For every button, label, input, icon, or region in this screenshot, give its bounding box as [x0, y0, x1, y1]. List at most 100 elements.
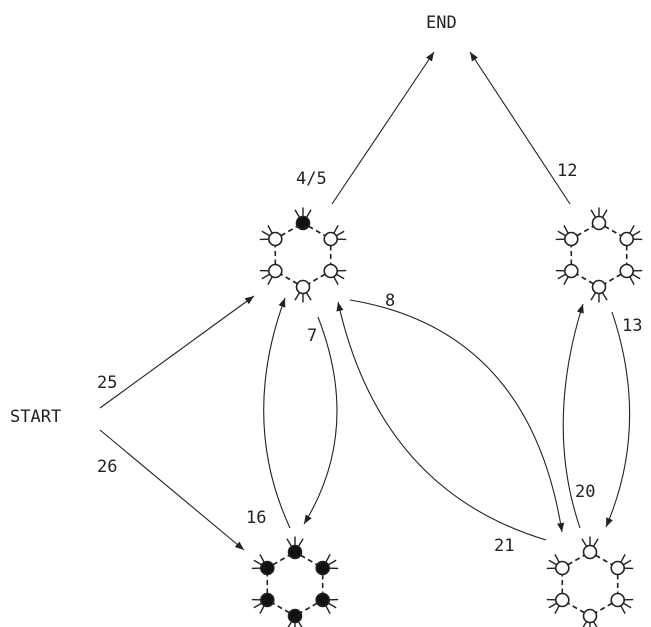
filled-atom — [315, 560, 331, 576]
empty-atom — [582, 544, 598, 560]
ring-bond — [567, 602, 585, 614]
edge-label-bottom-right-top-left: 21 — [494, 536, 514, 556]
ligand-spoke — [294, 209, 301, 218]
ligand-spoke — [333, 225, 339, 234]
ligand-spoke — [620, 554, 626, 563]
ligand-spoke — [297, 621, 303, 627]
ligand-spoke — [601, 209, 608, 218]
edge-top-left-to-bottom-right — [349, 299, 565, 533]
ligand-spoke — [267, 276, 273, 285]
ligand-spoke — [333, 276, 339, 285]
empty-atom — [554, 560, 570, 576]
ligand-spoke — [335, 230, 345, 237]
ring-bond — [604, 225, 622, 237]
edge-start-to-bottom-left — [99, 429, 245, 551]
empty-atom — [323, 263, 339, 279]
ligand-spoke — [548, 602, 558, 609]
ligand-spoke — [305, 292, 312, 301]
ligand-spoke — [631, 230, 641, 237]
edges — [99, 51, 631, 551]
ligand-spoke — [548, 559, 558, 566]
ring-bond — [300, 554, 318, 566]
edge-top-right-to-end — [469, 51, 571, 205]
ligand-spoke — [294, 292, 301, 301]
ligand-spoke — [327, 559, 337, 566]
ligand-spoke — [620, 605, 626, 614]
empty-atom — [591, 279, 607, 295]
ligand-spoke — [557, 230, 567, 237]
ring-bond — [272, 554, 290, 566]
ligand-spoke — [259, 554, 265, 563]
ligand-spoke — [554, 605, 560, 614]
ligand-spoke — [563, 276, 569, 285]
empty-atom — [554, 592, 570, 608]
edge-bottom-right-to-top-right — [562, 303, 584, 529]
empty-atom — [582, 608, 598, 624]
edge-label-top-left-bottom-left: 7 — [307, 326, 317, 346]
edge-label-start-top-left: 25 — [97, 373, 117, 393]
edge-label-start-bottom-left: 26 — [97, 457, 117, 477]
ring-bond — [280, 273, 298, 285]
empty-atom — [267, 263, 283, 279]
edge-bottom-right-to-top-left — [336, 301, 547, 541]
edge-label-top-right-bottom-right: 13 — [622, 316, 642, 336]
ligand-spoke — [261, 273, 271, 280]
ligand-spoke — [631, 273, 641, 280]
ligand-spoke — [325, 605, 331, 614]
ring-bond — [308, 225, 326, 237]
empty-atom — [295, 279, 311, 295]
ligand-spoke — [327, 602, 337, 609]
empty-atom — [563, 263, 579, 279]
ligand-spoke — [581, 538, 588, 547]
ligand-spoke — [325, 554, 331, 563]
edge-top-left-to-bottom-left — [303, 316, 338, 525]
ligand-spoke — [622, 602, 632, 609]
edge-top-left-to-end — [331, 51, 435, 205]
ligand-spoke — [267, 225, 273, 234]
ligand-spoke — [592, 621, 598, 627]
edge-bottom-left-to-top-left — [263, 297, 291, 529]
ring-bond — [272, 602, 290, 614]
molecule-top-right — [555, 207, 643, 303]
empty-atom — [610, 560, 626, 576]
ring-bond — [595, 602, 613, 614]
ligand-spoke — [261, 230, 271, 237]
start-node-label: START — [10, 407, 61, 427]
ligand-spoke — [259, 605, 265, 614]
ligand-spoke — [592, 538, 599, 547]
ligand-spoke — [563, 225, 569, 234]
ring-bond — [604, 273, 622, 285]
filled-atom — [315, 592, 331, 608]
ligand-spoke — [286, 538, 293, 547]
ring-bond — [576, 273, 594, 285]
ligand-spoke — [335, 273, 345, 280]
ligand-spoke — [287, 621, 293, 627]
ring-bond — [308, 273, 326, 285]
edge-label-bottom-left-top-left: 16 — [246, 508, 266, 528]
empty-atom — [563, 231, 579, 247]
ligand-spoke — [297, 538, 304, 547]
molecule-top-left — [259, 207, 347, 303]
filled-atom — [287, 544, 303, 560]
ligand-spoke — [601, 292, 608, 301]
ligand-spoke — [557, 273, 567, 280]
end-node-label: END — [426, 13, 457, 33]
ligand-spoke — [253, 559, 263, 566]
ligand-spoke — [622, 559, 632, 566]
edge-label-bottom-right-top-right: 20 — [575, 482, 595, 502]
filled-atom — [259, 560, 275, 576]
filled-atom — [295, 215, 311, 231]
empty-atom — [619, 231, 635, 247]
ring-bond — [567, 554, 585, 566]
ligand-spoke — [582, 621, 588, 627]
empty-atom — [619, 263, 635, 279]
empty-atom — [323, 231, 339, 247]
empty-atom — [267, 231, 283, 247]
filled-atom — [287, 608, 303, 624]
ligand-spoke — [590, 292, 597, 301]
ring-bond — [595, 554, 613, 566]
edge-label-top-left-bottom-right: 8 — [385, 291, 395, 311]
edge-label-top-left-end: 4/5 — [296, 169, 327, 189]
edge-top-right-to-bottom-right — [605, 311, 631, 528]
